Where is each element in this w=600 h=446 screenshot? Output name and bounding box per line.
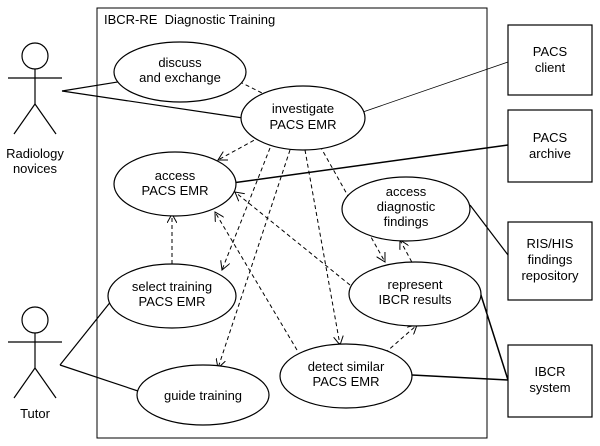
actor-head <box>21 42 49 70</box>
use-case-label: PACS EMR <box>142 183 209 198</box>
system-box <box>507 221 593 301</box>
use-case-access-pacs-emr[interactable]: access PACS EMR <box>113 151 237 217</box>
system-ibcr[interactable]: IBCR system <box>507 344 593 418</box>
use-case-label: represent <box>388 277 443 292</box>
use-case-shape <box>341 176 471 242</box>
actor-tutor <box>8 306 62 399</box>
system-label: PACS <box>533 44 568 59</box>
use-case-shape <box>113 41 247 103</box>
use-case-shape <box>113 151 237 217</box>
use-case-label: discuss <box>158 55 202 70</box>
use-case-label: IBCR results <box>379 292 452 307</box>
use-case-label: detect similar <box>308 359 385 374</box>
system-box <box>507 24 593 96</box>
assoc-tutor-select <box>59 299 113 366</box>
use-case-label: access <box>155 168 196 183</box>
system-pacs-archive[interactable]: PACS archive <box>507 109 593 183</box>
system-pacs-client[interactable]: PACS client <box>507 24 593 96</box>
use-case-label: guide training <box>164 388 242 403</box>
use-case-label: investigate <box>272 101 334 116</box>
actor-leg-left <box>13 103 36 135</box>
system-box <box>507 344 593 418</box>
system-boundary <box>96 7 488 439</box>
assoc-represent-ibcr <box>479 291 509 381</box>
system-box <box>507 109 593 183</box>
use-case-represent-results[interactable]: represent IBCR results <box>348 261 482 327</box>
use-case-label: PACS EMR <box>139 294 206 309</box>
use-case-access-findings[interactable]: access diagnostic findings <box>341 176 471 242</box>
use-case-select-training[interactable]: select training PACS EMR <box>107 263 237 329</box>
use-case-detect-similar[interactable]: detect similar PACS EMR <box>279 343 413 409</box>
actor-tutor-label: Tutor <box>20 406 51 421</box>
system-ris-his-repository[interactable]: RIS/HIS findings repository <box>507 221 593 301</box>
use-case-label: and exchange <box>139 70 221 85</box>
system-label: system <box>529 380 570 395</box>
assoc-tutor-guide <box>59 364 145 394</box>
use-case-shape <box>136 364 270 426</box>
assoc-findings-ris <box>469 204 509 256</box>
system-label: IBCR <box>534 364 565 379</box>
system-label: PACS <box>533 130 568 145</box>
use-case-shape <box>107 263 237 329</box>
use-case-investigate[interactable]: investigate PACS EMR <box>240 85 366 151</box>
use-case-guide-training[interactable]: guide training <box>136 364 270 426</box>
use-case-label: access <box>386 184 427 199</box>
dep-investigate-select <box>222 147 271 270</box>
assoc-novices-investigate <box>61 90 244 119</box>
system-label: archive <box>529 146 571 161</box>
dep-investigate-guide <box>218 149 291 368</box>
dep-represent-findings <box>400 240 416 269</box>
system-label: client <box>535 60 566 75</box>
actor-leg-right <box>34 367 57 399</box>
dep-investigate-detect <box>304 149 340 345</box>
system-title: IBCR-RE Diagnostic Training <box>104 12 275 27</box>
assoc-investigate-pacs-client <box>359 61 509 114</box>
use-case-label: diagnostic <box>377 199 436 214</box>
use-case-label: findings <box>384 214 429 229</box>
actor-novices-label-2: novices <box>13 161 58 176</box>
use-case-label: PACS EMR <box>313 374 380 389</box>
actor-novices-label-1: Radiology <box>6 146 64 161</box>
dep-investigate-access <box>218 136 261 160</box>
use-case-shape <box>240 85 366 151</box>
use-case-shape <box>348 261 482 327</box>
actor-leg-right <box>34 103 57 135</box>
use-case-discuss[interactable]: discuss and exchange <box>113 41 247 103</box>
actor-leg-left <box>13 367 36 399</box>
dep-detect-access <box>215 212 298 351</box>
use-case-label: PACS EMR <box>270 117 337 132</box>
system-label: RIS/HIS <box>527 236 574 251</box>
dep-represent-access <box>235 192 351 286</box>
dep-investigate-discuss <box>218 71 269 97</box>
assoc-access-pacs-archive <box>231 144 509 184</box>
actor-head <box>21 306 49 334</box>
system-label: repository <box>521 268 579 283</box>
assoc-detect-ibcr <box>411 374 509 381</box>
dep-detect-represent <box>384 325 417 354</box>
use-case-shape <box>279 343 413 409</box>
system-label: findings <box>528 252 573 267</box>
actor-radiology-novices <box>8 42 62 135</box>
use-case-label: select training <box>132 279 212 294</box>
